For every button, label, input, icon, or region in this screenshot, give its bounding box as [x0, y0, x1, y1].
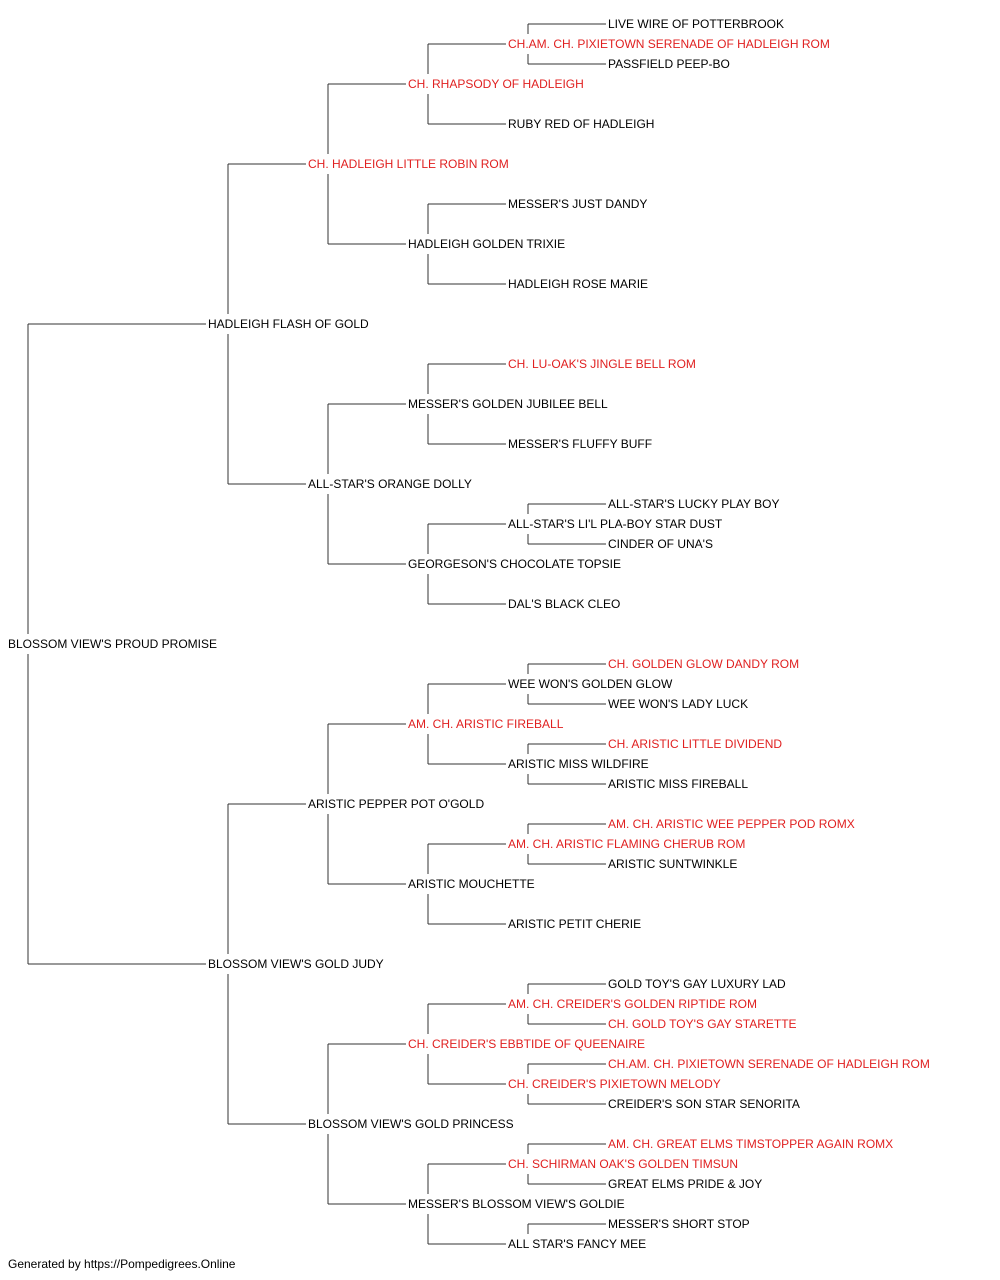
ancestor-name-gen4: WEE WON'S GOLDEN GLOW — [508, 677, 673, 691]
ancestor-name-gen4: MESSER'S JUST DANDY — [508, 197, 647, 211]
ancestor-name-gen4: ARISTIC PETIT CHERIE — [508, 917, 641, 931]
ancestor-name-gen5: CH. ARISTIC LITTLE DIVIDEND — [608, 737, 782, 751]
footer-credit: Generated by https://Pompedigrees.Online — [8, 1257, 236, 1271]
ancestor-name-gen3: AM. CH. ARISTIC FIREBALL — [408, 717, 564, 731]
ancestor-name-gen5: LIVE WIRE OF POTTERBROOK — [608, 17, 784, 31]
ancestor-name-gen4: CH.AM. CH. PIXIETOWN SERENADE OF HADLEIG… — [508, 37, 830, 51]
ancestor-name-gen2: CH. HADLEIGH LITTLE ROBIN ROM — [308, 157, 509, 171]
ancestor-name-gen5: GREAT ELMS PRIDE & JOY — [608, 1177, 762, 1191]
ancestor-name-gen5: CH. GOLDEN GLOW DANDY ROM — [608, 657, 799, 671]
ancestor-name-gen5: MESSER'S SHORT STOP — [608, 1217, 750, 1231]
ancestor-name-gen5: AM. CH. GREAT ELMS TIMSTOPPER AGAIN ROMX — [608, 1137, 893, 1151]
ancestor-name-gen4: ARISTIC MISS WILDFIRE — [508, 757, 649, 771]
ancestor-name-gen4: ALL STAR'S FANCY MEE — [508, 1237, 646, 1250]
ancestor-name-gen1: HADLEIGH FLASH OF GOLD — [208, 317, 369, 331]
ancestor-name-gen4: CH. SCHIRMAN OAK'S GOLDEN TIMSUN — [508, 1157, 738, 1171]
ancestor-name-gen4: HADLEIGH ROSE MARIE — [508, 277, 648, 291]
ancestor-name-gen3: MESSER'S GOLDEN JUBILEE BELL — [408, 397, 608, 411]
ancestor-name-gen4: CH. CREIDER'S PIXIETOWN MELODY — [508, 1077, 721, 1091]
ancestor-name-gen4: CH. LU-OAK'S JINGLE BELL ROM — [508, 357, 696, 371]
ancestor-name-gen5: CINDER OF UNA'S — [608, 537, 713, 551]
ancestor-name-gen5: PASSFIELD PEEP-BO — [608, 57, 730, 71]
ancestor-name-gen3: GEORGESON'S CHOCOLATE TOPSIE — [408, 557, 621, 571]
ancestor-name-gen4: AM. CH. CREIDER'S GOLDEN RIPTIDE ROM — [508, 997, 757, 1011]
ancestor-name-gen3: HADLEIGH GOLDEN TRIXIE — [408, 237, 565, 251]
ancestor-name-gen5: WEE WON'S LADY LUCK — [608, 697, 748, 711]
ancestor-name-gen3: MESSER'S BLOSSOM VIEW'S GOLDIE — [408, 1197, 625, 1211]
ancestor-name-gen5: ARISTIC SUNTWINKLE — [608, 857, 737, 871]
ancestor-name-gen5: CREIDER'S SON STAR SENORITA — [608, 1097, 800, 1111]
ancestor-name-gen5: GOLD TOY'S GAY LUXURY LAD — [608, 977, 786, 991]
ancestor-name-gen4: RUBY RED OF HADLEIGH — [508, 117, 654, 131]
subject-dog-name: BLOSSOM VIEW'S PROUD PROMISE — [8, 637, 217, 651]
ancestor-name-gen5: AM. CH. ARISTIC WEE PEPPER POD ROMX — [608, 817, 855, 831]
ancestor-name-gen4: DAL'S BLACK CLEO — [508, 597, 620, 611]
ancestor-name-gen5: ARISTIC MISS FIREBALL — [608, 777, 748, 791]
ancestor-name-gen2: ARISTIC PEPPER POT O'GOLD — [308, 797, 484, 811]
ancestor-name-gen5: CH. GOLD TOY'S GAY STARETTE — [608, 1017, 797, 1031]
ancestor-name-gen4: ALL-STAR'S LI'L PLA-BOY STAR DUST — [508, 517, 723, 531]
ancestor-name-gen3: CH. RHAPSODY OF HADLEIGH — [408, 77, 584, 91]
ancestor-name-gen4: MESSER'S FLUFFY BUFF — [508, 437, 652, 451]
ancestor-name-gen5: ALL-STAR'S LUCKY PLAY BOY — [608, 497, 779, 511]
ancestor-name-gen5: CH.AM. CH. PIXIETOWN SERENADE OF HADLEIG… — [608, 1057, 930, 1071]
ancestor-name-gen3: ARISTIC MOUCHETTE — [408, 877, 535, 891]
ancestor-name-gen2: ALL-STAR'S ORANGE DOLLY — [308, 477, 472, 491]
pedigree-tree: BLOSSOM VIEW'S PROUD PROMISE HADLEIGH FLA… — [8, 17, 930, 1250]
ancestor-name-gen4: AM. CH. ARISTIC FLAMING CHERUB ROM — [508, 837, 745, 851]
ancestor-name-gen1: BLOSSOM VIEW'S GOLD JUDY — [208, 957, 384, 971]
ancestor-name-gen3: CH. CREIDER'S EBBTIDE OF QUEENAIRE — [408, 1037, 645, 1051]
ancestor-name-gen2: BLOSSOM VIEW'S GOLD PRINCESS — [308, 1117, 514, 1131]
